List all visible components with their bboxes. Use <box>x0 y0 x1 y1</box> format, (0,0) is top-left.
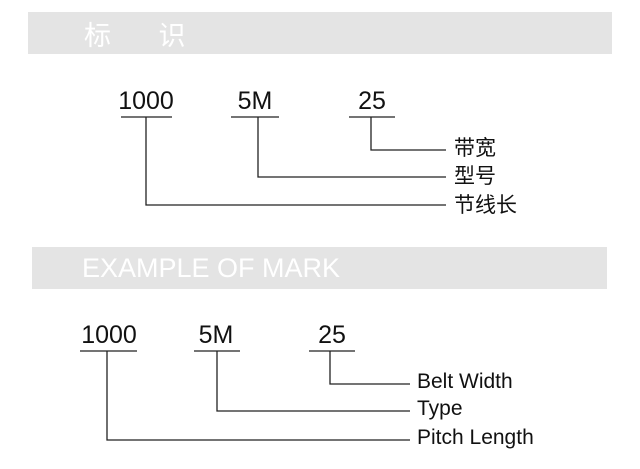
label-pitch-length-chinese: 节线长 <box>454 194 517 217</box>
label-type-chinese: 型号 <box>454 165 496 188</box>
code-belt-width-english: 25 <box>318 321 346 349</box>
section-title-chinese: 标 识 <box>84 20 206 51</box>
section-banner-english: EXAMPLE OF MARK <box>32 247 607 289</box>
leader-belt-width-chinese <box>370 117 446 151</box>
label-pitch-length-english: Pitch Length <box>417 426 534 449</box>
code-pitch-length-english: 1000 <box>81 321 137 349</box>
label-belt-width-chinese: 带宽 <box>454 137 496 160</box>
code-belt-width-chinese: 25 <box>358 87 386 115</box>
leader-pitch-length-english <box>106 351 410 441</box>
leader-type-chinese <box>257 117 446 178</box>
code-type-chinese: 5M <box>237 87 273 115</box>
code-type-english: 5M <box>198 321 234 349</box>
code-pitch-length-chinese: 1000 <box>118 87 174 115</box>
section-title-english: EXAMPLE OF MARK <box>82 252 341 283</box>
label-belt-width-english: Belt Width <box>417 370 513 393</box>
leader-pitch-length-chinese <box>145 117 446 206</box>
label-type-english: Type <box>417 397 463 420</box>
leader-belt-width-english <box>329 351 410 385</box>
leader-type-english <box>216 351 410 412</box>
section-banner-chinese: 标 识 <box>28 12 612 54</box>
